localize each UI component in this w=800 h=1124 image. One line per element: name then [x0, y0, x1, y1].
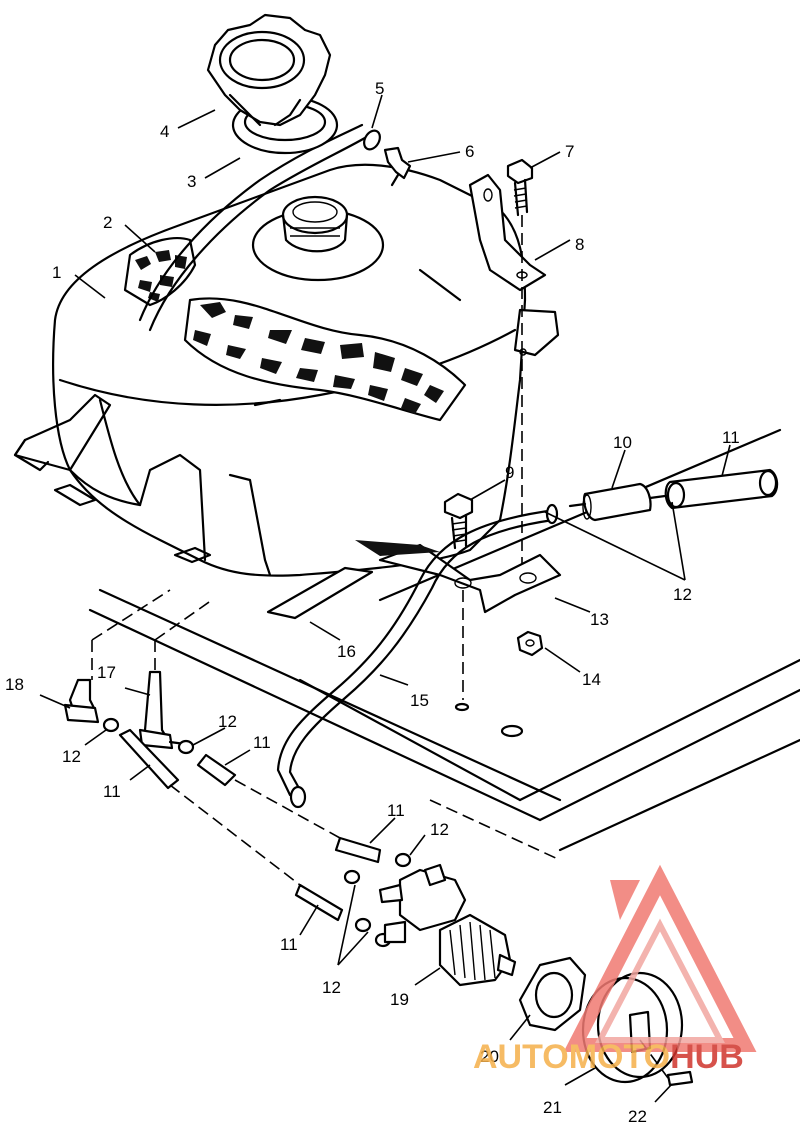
label-part-3: 3 — [187, 172, 196, 191]
label-part-11-e: 11 — [280, 935, 298, 954]
mount-plate-assembly — [355, 492, 562, 738]
label-part-11-a: 11 — [722, 428, 740, 447]
side-decal — [123, 237, 197, 307]
label-part-9: 9 — [505, 463, 514, 482]
label-part-20: 20 — [480, 1047, 499, 1066]
label-part-12-b: 12 — [62, 747, 81, 766]
valve-nut — [518, 956, 587, 1032]
label-part-12-d: 12 — [430, 820, 449, 839]
hose-upper-right — [664, 468, 779, 510]
label-part-4: 4 — [160, 122, 169, 141]
label-part-5: 5 — [375, 79, 384, 98]
label-part-12-a: 12 — [673, 585, 692, 604]
tee-fitting — [138, 670, 187, 750]
label-part-10: 10 — [613, 433, 632, 452]
label-part-11-b: 11 — [253, 733, 271, 752]
filler-cap — [206, 13, 339, 155]
label-part-12-c: 12 — [218, 712, 237, 731]
fuel-filter — [568, 482, 667, 522]
label-part-11-c: 11 — [103, 782, 121, 801]
label-part-22: 22 — [628, 1107, 647, 1124]
label-part-8: 8 — [575, 235, 584, 254]
fuel-valve — [378, 863, 517, 987]
mounting-bracket — [468, 158, 560, 570]
leader-lines — [39, 94, 731, 1103]
tank-decal — [183, 297, 467, 422]
vent-fitting — [383, 146, 412, 187]
fuel-line — [276, 503, 559, 809]
part-labels: 1 2 3 4 5 6 7 8 9 10 11 11 11 11 11 11 1… — [5, 79, 740, 1124]
label-part-19: 19 — [390, 990, 409, 1009]
watermark-text-auto: AUTO — [473, 1038, 569, 1076]
elbow-fitting — [63, 678, 100, 724]
label-part-16: 16 — [337, 642, 356, 661]
label-part-7: 7 — [565, 142, 574, 161]
watermark-text-moto: MOTO — [569, 1038, 670, 1076]
label-part-14: 14 — [582, 670, 601, 689]
watermark-logo-icon — [563, 864, 757, 1052]
svg-text:AUTOMOTOHUB: AUTOMOTOHUB — [473, 1038, 744, 1076]
label-part-13: 13 — [590, 610, 609, 629]
label-part-21: 21 — [543, 1098, 562, 1117]
label-part-12-e: 12 — [322, 978, 341, 997]
hoses-lower — [91, 589, 382, 922]
label-part-18: 18 — [5, 675, 24, 694]
watermark: AUTOMOTOHUB — [473, 864, 757, 1076]
label-part-6: 6 — [465, 142, 474, 161]
label-part-1: 1 — [52, 263, 61, 282]
label-part-17: 17 — [97, 663, 116, 682]
watermark-text-hub: HUB — [670, 1038, 744, 1076]
tank-pad — [266, 566, 374, 620]
label-part-15: 15 — [410, 691, 429, 710]
label-part-2: 2 — [103, 213, 112, 232]
label-part-11-d: 11 — [387, 801, 405, 820]
